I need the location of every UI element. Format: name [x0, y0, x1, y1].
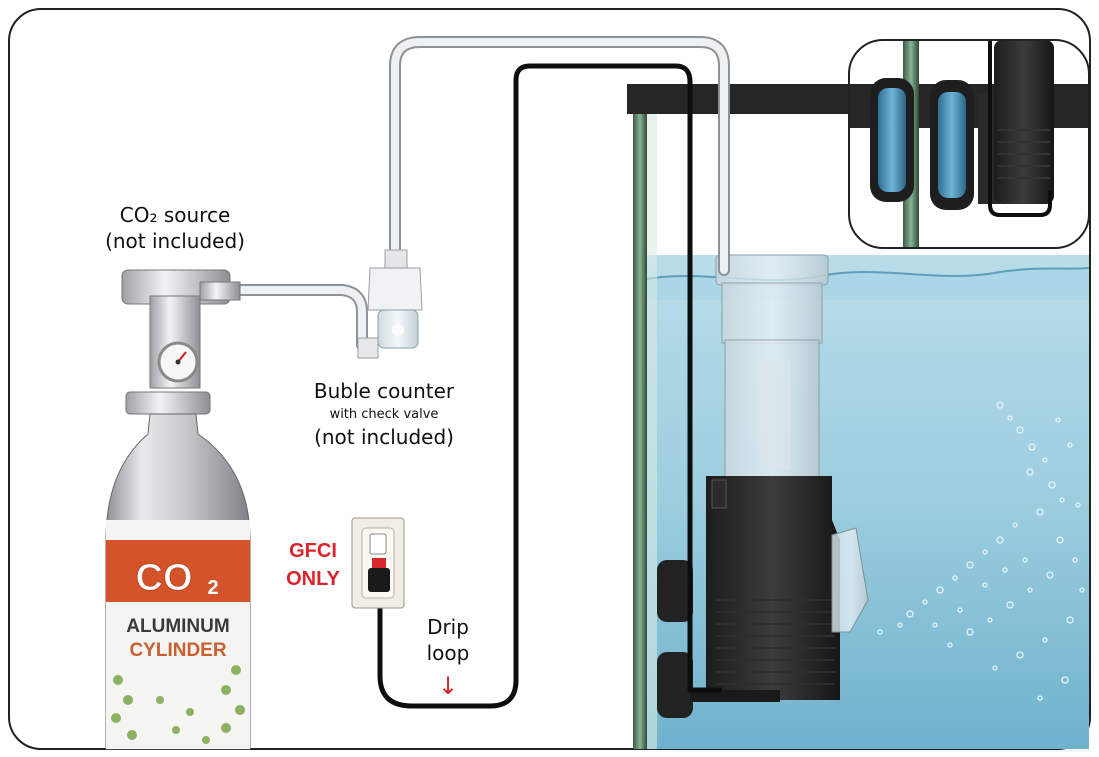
drip-loop-label: Drip — [427, 615, 469, 639]
bubbles — [877, 401, 1085, 701]
co2-reactor — [657, 254, 869, 718]
cylinder-label-line2: CYLINDER — [129, 640, 226, 661]
outer-frame — [8, 8, 1091, 750]
inset-detail — [849, 40, 1089, 248]
drip-loop-sublabel: loop — [427, 641, 470, 665]
leaf-decoration — [111, 665, 245, 744]
cylinder-badge-subscript: 2 — [207, 577, 218, 599]
co2-cylinder — [105, 269, 251, 750]
cylinder-badge — [106, 540, 250, 602]
cylinder-badge-text: CO — [136, 557, 193, 599]
suction-cup — [657, 560, 693, 622]
co2-source-label: CO₂ source — [120, 203, 231, 227]
bubble-counter-label: Buble counter — [314, 379, 455, 403]
inset-frame — [848, 39, 1090, 249]
drip-loop-arrow-icon: ↓ — [438, 672, 458, 700]
bubble-counter-sublabel: with check valve — [330, 407, 439, 422]
power-cord — [377, 63, 722, 709]
co2-source-sublabel: (not included) — [105, 229, 245, 253]
suction-cup — [657, 652, 693, 718]
gfci-label: GFCI — [289, 540, 337, 562]
bubble-counter — [357, 249, 423, 359]
cylinder-label-line1: ALUMINUM — [126, 616, 229, 637]
plug — [368, 568, 390, 592]
gfci-only-label: ONLY — [286, 568, 340, 590]
bubble-counter-note: (not included) — [314, 425, 454, 449]
gfci-outlet — [351, 517, 405, 609]
aquarium-glass-front — [633, 110, 647, 749]
